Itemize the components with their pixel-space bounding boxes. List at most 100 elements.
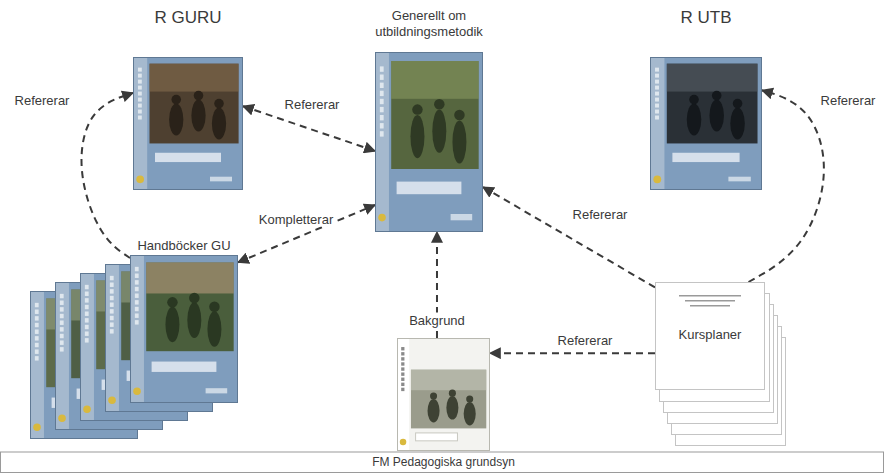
spine-mark bbox=[138, 74, 142, 78]
spine-mark bbox=[35, 323, 39, 327]
photo-figure-head bbox=[189, 293, 199, 303]
edge-label: Refererar bbox=[570, 207, 631, 222]
book-cover: R UTB bbox=[650, 57, 762, 190]
photo-figure-head bbox=[449, 390, 456, 397]
photo-figure-head bbox=[209, 302, 219, 312]
photo-figure bbox=[687, 104, 702, 136]
cover-art bbox=[397, 338, 490, 451]
spine-mark bbox=[135, 320, 139, 324]
cover-mark bbox=[210, 177, 232, 182]
spine-mark bbox=[380, 131, 384, 136]
photo-figure bbox=[709, 100, 724, 132]
spine-mark bbox=[60, 314, 64, 318]
spine-mark bbox=[35, 349, 39, 353]
edge-label: Refererar bbox=[12, 93, 73, 108]
cover-photo bbox=[667, 64, 758, 144]
cover-emblem bbox=[83, 405, 91, 413]
spine-mark bbox=[655, 110, 659, 114]
photo-figure-head bbox=[733, 99, 743, 109]
cover-emblem bbox=[108, 396, 116, 404]
cover-board bbox=[376, 53, 483, 232]
book-cover: R GURU bbox=[133, 57, 243, 190]
photo-figure bbox=[432, 110, 446, 153]
photo-figure-head bbox=[689, 95, 699, 105]
spine-mark bbox=[401, 347, 404, 350]
cover-photo bbox=[411, 370, 486, 429]
spine-mark bbox=[401, 352, 404, 355]
spine-mark bbox=[110, 322, 114, 326]
spine-mark bbox=[135, 293, 139, 297]
dashed-connector bbox=[490, 352, 655, 354]
edge-label: Refererar bbox=[818, 93, 879, 108]
cover-spine bbox=[131, 256, 144, 402]
spine-mark bbox=[401, 372, 404, 375]
photo-sky bbox=[150, 64, 239, 92]
photo-figure bbox=[410, 115, 424, 158]
spine-mark bbox=[60, 294, 64, 298]
spine-mark bbox=[35, 343, 39, 347]
spine-mark bbox=[138, 98, 142, 102]
spine-mark bbox=[138, 80, 142, 84]
foundation-band bbox=[1, 452, 884, 473]
spine-mark bbox=[60, 307, 64, 311]
book-heading: R UTB bbox=[681, 8, 732, 28]
cover-mark bbox=[451, 214, 473, 220]
spine-mark bbox=[380, 83, 384, 88]
cover-art bbox=[375, 52, 483, 232]
spine-mark bbox=[380, 91, 384, 96]
spine-mark bbox=[60, 340, 64, 344]
cover-spine bbox=[398, 339, 409, 450]
photo-figure bbox=[187, 302, 201, 338]
photo-figure-head bbox=[466, 395, 473, 402]
spine-mark bbox=[655, 116, 659, 120]
book-heading: Handböcker GU bbox=[137, 238, 230, 253]
spine-mark bbox=[60, 327, 64, 331]
spine-mark bbox=[655, 104, 659, 108]
cover-board bbox=[398, 339, 490, 451]
dashed-connector bbox=[243, 106, 375, 151]
cover-title-box bbox=[672, 153, 739, 162]
cover-emblem bbox=[400, 439, 407, 446]
spine-mark bbox=[138, 116, 142, 120]
document-title: Kursplaner bbox=[656, 283, 764, 342]
spine-mark bbox=[110, 276, 114, 280]
spine-mark bbox=[85, 305, 89, 309]
spine-mark bbox=[35, 316, 39, 320]
spine-mark bbox=[380, 123, 384, 128]
spine-mark bbox=[110, 289, 114, 293]
spine-mark bbox=[60, 301, 64, 305]
photo-sky bbox=[667, 64, 758, 92]
cover-board bbox=[134, 58, 243, 190]
page-line bbox=[679, 295, 741, 297]
spine-mark bbox=[135, 287, 139, 291]
dashed-connector bbox=[238, 205, 375, 262]
photo-figure bbox=[191, 100, 205, 132]
photo-figure bbox=[165, 307, 179, 343]
book-heading: Generellt om utbildningsmetodik bbox=[354, 8, 504, 40]
handbook-cover: Handböcker GU bbox=[130, 255, 238, 403]
photo-figure bbox=[207, 311, 221, 347]
spine-mark bbox=[85, 318, 89, 322]
photo-figure-head bbox=[412, 104, 422, 114]
spine-mark bbox=[138, 110, 142, 114]
photo-figure bbox=[169, 104, 183, 136]
spine-mark bbox=[135, 267, 139, 271]
cover-emblem bbox=[33, 423, 41, 431]
spine-mark bbox=[138, 86, 142, 90]
spine-mark bbox=[85, 311, 89, 315]
cover-photo bbox=[391, 61, 478, 169]
cover-spine bbox=[81, 274, 94, 420]
spine-mark bbox=[60, 334, 64, 338]
cover-title-box bbox=[416, 433, 458, 441]
cover-spine bbox=[106, 265, 119, 411]
spine-mark bbox=[60, 320, 64, 324]
edge-label: Refererar bbox=[282, 97, 343, 112]
spine-mark bbox=[110, 316, 114, 320]
cover-title-box bbox=[155, 153, 221, 162]
book-cover: FM Pedagogiska grundsyn bbox=[397, 338, 490, 451]
page-line bbox=[685, 300, 735, 302]
cover-photo bbox=[150, 64, 239, 144]
spine-mark bbox=[85, 292, 89, 296]
spine-mark bbox=[35, 303, 39, 307]
